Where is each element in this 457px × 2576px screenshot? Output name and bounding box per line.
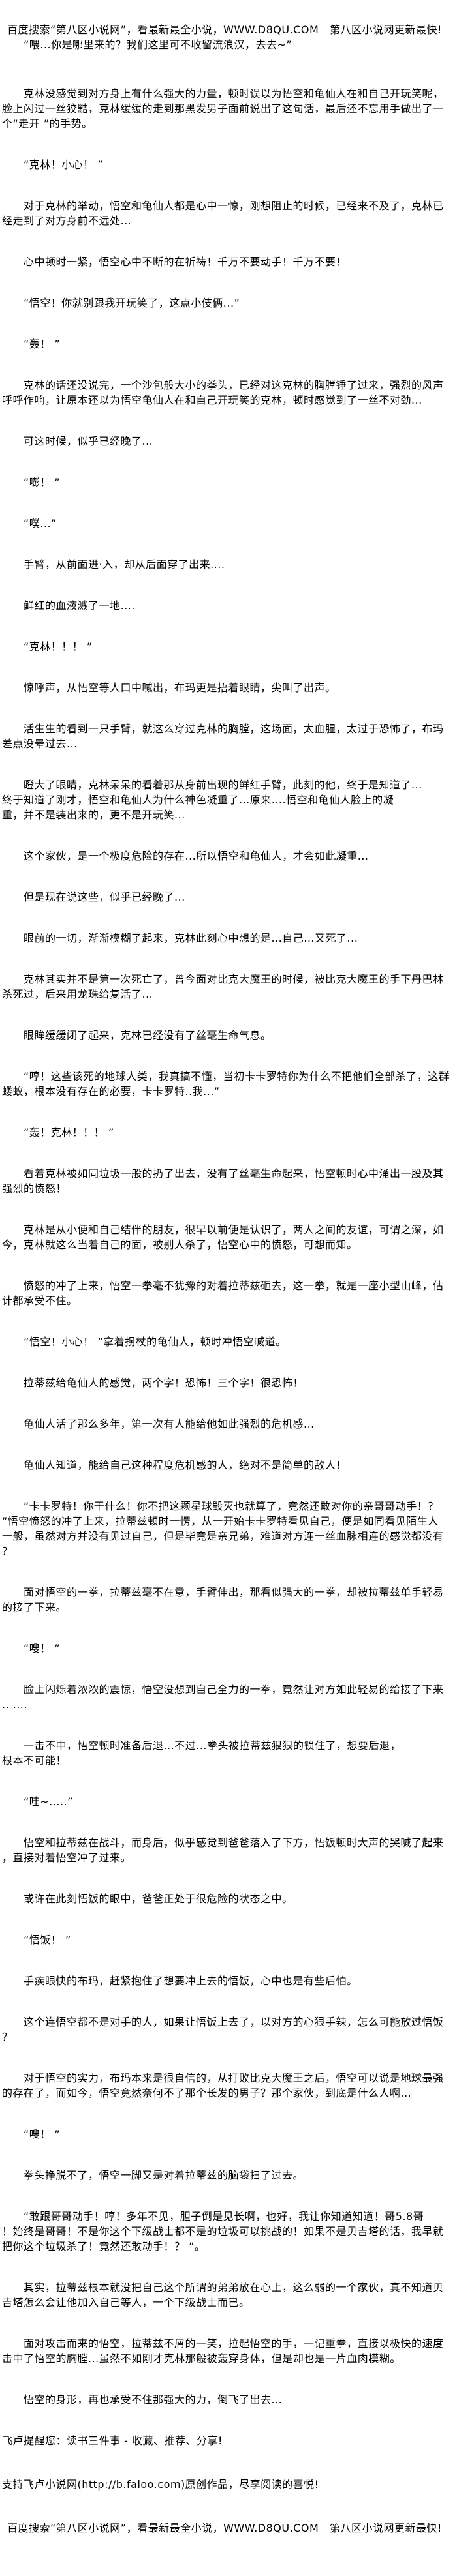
story-paragraph: 鲜红的血液溅了一地.... xyxy=(24,599,135,612)
story-paragraph: “轰！克林！！！ ” xyxy=(24,1126,114,1139)
story-paragraph: 面对攻击而来的悟空，拉蒂兹不屑的一笑，拉起悟空的手，一记重拳，直接以极快的速度击… xyxy=(2,2337,444,2365)
story-paragraph: 面对悟空的一拳，拉蒂兹毫不在意，手臂伸出，那看似强大的一拳，却被拉蒂兹单手轻易的… xyxy=(2,1586,444,1613)
footer-support-link[interactable]: 支持飞卢小说网(http://b.faloo.com)原创作品，尽享阅读的喜悦! xyxy=(2,2478,319,2491)
story-paragraph: 克林其实并不是第一次死亡了，曾今面对比克大魔王的时候，被比克大魔王的手下丹巴林杀… xyxy=(2,973,444,1000)
site-banner-top: 百度搜索“第八区小说网”，看最新最全小说，WWW.D8QU.COM 第八区小说网… xyxy=(7,23,442,36)
story-paragraph: 眼前的一切，渐渐模糊了起来，克林此刻心中想的是...自己...又死了... xyxy=(24,932,358,944)
story-paragraph: “克林！！！ ” xyxy=(24,640,93,653)
story-paragraph: “悟空！小心！ ”拿着拐杖的龟仙人，顿时冲悟空喊道。 xyxy=(24,1336,287,1348)
story-paragraph: 愤怒的冲了上来，悟空一拳毫不犹豫的对着拉蒂兹砸去，这一拳，就是一座小型山峰，估计… xyxy=(2,1280,444,1307)
story-paragraph: 悟空和拉蒂兹在战斗，而身后，似乎感觉到爸爸落入了下方，悟饭顿时大声的哭喊了起来 … xyxy=(2,1836,444,1864)
story-paragraph: 龟仙人活了那么多年，第一次有人能给他如此强烈的危机感... xyxy=(24,1418,315,1430)
story-paragraph: 心中顿时一紧，悟空心中不断的在祈祷！千万不要动手！千万不要！ xyxy=(24,256,347,268)
story-paragraph: “轰！ ” xyxy=(24,338,61,350)
story-paragraph: 悟空的身形，再也承受不住那强大的力，倒飞了出去... xyxy=(24,2393,283,2406)
story-paragraph: “卡卡罗特！你干什么！你不把这颗星球毁灭也就算了，竟然还敢对你的亲哥哥动手！？ … xyxy=(2,1500,444,1557)
story-paragraph: “哇~.....” xyxy=(24,1795,73,1808)
story-paragraph: 手臂，从前面进·入，却从后面穿了出来.... xyxy=(24,558,225,571)
story-paragraph: 或许在此刻悟饭的眼中，爸爸正处于很危险的状态之中。 xyxy=(24,1893,293,1905)
intro-dialogue: “喂...你是哪里来的？我们这里可不收留流浪汉，去去~” xyxy=(24,38,292,51)
story-paragraph: “噗...” xyxy=(24,517,57,530)
story-paragraph: 脸上闪烁着浓浓的震惊，悟空没想到自己全力的一拳，竟然让对方如此轻易的给接了下来 … xyxy=(2,1683,444,1711)
story-paragraph: 其实，拉蒂兹根本就没把自己这个所谓的弟弟放在心上，这么弱的一个家伙，真不知道贝吉… xyxy=(2,2281,444,2309)
story-paragraph: 对于克林的举动，悟空和龟仙人都是心中一惊，刚想阻止的时候，已经来不及了，克林已经… xyxy=(2,200,444,227)
story-paragraph: “敢跟哥哥动手！哼！多年不见，胆子倒是见长啊，也好，我让你知道知道！哥5.8哥 … xyxy=(2,2210,444,2253)
story-paragraph: 但是现在说这些，似乎已经晚了... xyxy=(24,891,185,903)
story-paragraph: 龟仙人知道，能给自己这种程度危机感的人，绝对不是简单的敌人！ xyxy=(24,1459,347,1471)
story-paragraph: “克林！小心！ ” xyxy=(24,158,104,171)
story-paragraph: 看着克林被如同垃圾一般的扔了出去，没有了丝毫生命起来，悟空顿时心中涌出一股及其强… xyxy=(2,1167,444,1195)
story-paragraph: 这个连悟空都不是对手的人，如果让悟饭上去了，以对方的心狠手辣，怎么可能放过悟饭 … xyxy=(2,2016,444,2043)
story-paragraph: 拳头挣脱不了，悟空一脚又是对着拉蒂兹的脑袋扫了过去。 xyxy=(24,2169,304,2181)
story-paragraph: 克林是从小便和自己结伴的朋友，很早以前便是认识了，两人之间的友谊，可谓之深，如今… xyxy=(2,1223,444,1251)
story-paragraph: 手疾眼快的布玛，赶紧抱住了想要冲上去的悟饭，心中也是有些后怕。 xyxy=(24,1975,358,1987)
story-paragraph: 拉蒂兹给龟仙人的感觉，两个字！恐怖！三个字！很恐怖！ xyxy=(24,1377,304,1389)
site-banner-bottom: 百度搜索“第八区小说网”，看最新最全小说，WWW.D8QU.COM 第八区小说网… xyxy=(7,2522,442,2534)
story-paragraph: 对于悟空的实力，布玛本来是很自信的，从打败比克大魔王之后，悟空可以说是地球最强的… xyxy=(2,2072,444,2099)
story-paragraph: 一击不中，悟空顿时准备后退...不过...拳头被拉蒂兹狠狠的锁住了，想要后退， … xyxy=(2,1739,402,1767)
story-paragraph: 惊呼声，从悟空等人口中喊出，布玛更是捂着眼睛，尖叫了出声。 xyxy=(24,681,336,694)
story-paragraph: 活生生的看到一只手臂，就这么穿过克林的胸膛，这场面，太血腥，太过于恐怖了，布玛差… xyxy=(2,723,444,750)
page-footer: 飞卢提醒您：读书三件事 - 收藏、推荐、分享! 支持飞卢小说网(http://b… xyxy=(2,2433,453,2536)
footer-reminder: 飞卢提醒您：读书三件事 - 收藏、推荐、分享! xyxy=(2,2434,223,2447)
story-paragraph: “哼！这些该死的地球人类，我真搞不懂，当初卡卡罗特你为什么不把他们全部杀了，这群… xyxy=(2,1070,450,1098)
story-paragraph: 可这时候，似乎已经晚了... xyxy=(24,435,153,447)
story-paragraph: 这个家伙，是一个极度危险的存在...所以悟空和龟仙人，才会如此凝重... xyxy=(24,850,369,862)
chapter-body: 克林没感觉到对方身上有什么强大的力量，顿时误以为悟空和龟仙人在和自己开玩笑呢，脸… xyxy=(2,86,453,2407)
story-paragraph: “嗖！ ” xyxy=(24,1642,61,1655)
story-paragraph: “悟饭！ ” xyxy=(24,1934,71,1946)
story-paragraph: 瞪大了眼睛，克林呆呆的看着那从身前出现的鲜红手臂，此刻的他，终于是知道了... … xyxy=(2,779,422,821)
story-paragraph: 克林没感觉到对方身上有什么强大的力量，顿时误以为悟空和龟仙人在和自己开玩笑呢，脸… xyxy=(2,87,444,130)
story-paragraph: “嘭！ ” xyxy=(24,476,61,488)
story-paragraph: 克林的话还没说完，一个沙包般大小的拳头，已经对这克林的胸膛锤了过来，强烈的风声呼… xyxy=(2,379,444,406)
story-paragraph: “嗖！ ” xyxy=(24,2128,61,2140)
story-paragraph: “悟空！你就别跟我开玩笑了，这点小伎俩...” xyxy=(24,297,240,309)
story-paragraph: 眼眸缓缓闭了起来，克林已经没有了丝毫生命气息。 xyxy=(24,1029,272,1041)
